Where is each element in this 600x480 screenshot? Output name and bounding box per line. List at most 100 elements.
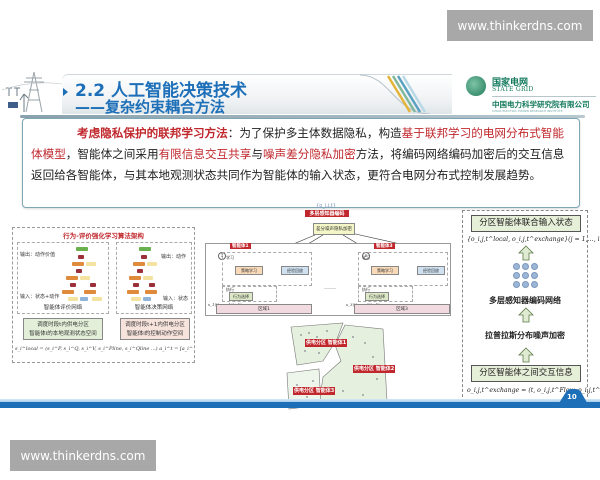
exchange-info-formula: o_i,j,t^exchange = (t, o_i,j,t^Flow, o_i… [467,387,600,394]
agent-1-action-box: 行为选择 [229,292,253,301]
agent-3-replay-box: 经验回放 [417,266,445,275]
watermark-top: www.thinkerdns.com [447,10,593,41]
agent-3-state-label: s_3(t) [346,302,358,307]
zone-1-label: 供电分区 智能体1 [305,339,348,347]
agent-3-learn-label: 学习 [362,255,370,260]
power-tower-icon [2,71,62,113]
globe-icon [466,76,486,96]
summary-highlight-1: 基于联邦学习的电网分布式智能体模型 [31,126,564,161]
summary-lead: 考虑隐私保护的联邦学习方法 [77,126,228,140]
joint-input-formula: {o_i,j,t^local, o_i,j,t^exchange}(j = 1,… [467,236,600,243]
page-tab-icon [556,389,590,408]
actor-critic-title: 行为-评价强化学习算法架构 [63,232,144,240]
network-node [141,255,147,259]
network-node [129,276,141,280]
network-node [147,262,157,266]
network-node [76,269,82,273]
network-node [68,297,78,301]
observation-space-line-1: 调度时段t内供电分区 [37,322,89,328]
agent-3-exec-panel: 执行 行为选择 [358,286,413,302]
page-number: 10 [567,393,577,401]
actor-network-panel: 输出：动作 输入：状态 智能体决策网络 [116,242,192,314]
network-node [78,255,84,259]
header-background [62,74,452,114]
summary-text-1: ：为了保护多主体数据隐私，构造 [227,126,402,140]
actor-caption: 智能体决策网络 [134,305,174,311]
action-space-line-1: 调度时段t+1内供电分区 [125,322,185,328]
agent-1-state-label: s_1(t) [208,302,220,307]
zone-3-label: 供电分区 智能体3 [293,387,336,395]
laplace-noise-label: 拉普拉斯分布噪声加密 [485,331,565,340]
network-node [92,297,102,301]
mlp-encoding-label: 多层感知器编码 [305,210,349,217]
observation-space-line-2: 智能体i的本地观测状态空间 [29,331,97,337]
summary-text-2: ，智能体之间采用 [65,147,159,161]
agent-1-learn-panel: 学习 策略学习 经验回放 [222,252,312,286]
network-node [145,290,157,294]
network-node [133,262,145,266]
header-divider [20,115,585,118]
agent-3-action-box: 行为选择 [365,292,389,301]
summary-text-3: 与 [251,147,263,161]
agents-region: 智能体1 1 学习 策略学习 经验回放 执行 行为选择 s_1(t) a_1(t… [205,243,451,316]
network-node [70,283,76,287]
network-node [131,297,141,301]
critic-caption: 智能体评价网络 [43,305,83,311]
summary-text-4: 方法，将编码网络编码加密后的交互信息返回给各智能体，与其本地观测状态共同作为智能… [31,147,565,182]
logo-institute-en: CHINA ELECTRIC POWER RESEARCH INSTITUTE [492,109,563,113]
network-node [143,297,151,301]
network-node [66,276,78,280]
neural-network-icon [511,263,541,289]
arrow-up-icon [518,347,534,363]
actor-output-label: 输出：动作 [161,254,187,260]
joint-input-state-box: 分区智能体联合输入状态 [471,215,581,232]
slide-header: 2.2 人工智能决策技术 ——复杂约束耦合方法 国家电网 STATE GRID … [0,66,600,118]
network-node [127,290,139,294]
action-space-box: 调度时段t+1内供电分区 智能体i的控制动作空间 [120,318,190,340]
logo-name-en: STATE GRID [492,86,534,93]
slide-subtitle: ——复杂约束耦合方法 [75,98,226,116]
federated-agents-figure: {o_i,j,t} 多层感知器编码 差分噪声隐私加密 智能体1 1 学习 策略学… [203,203,451,411]
agent-1-exec-label: 执行 [226,287,234,292]
exchange-info-label: {o_i,j,t} [316,203,336,209]
footer-band [0,402,600,408]
critic-network-panel: 输出：动作价值 输入：状态+动作 智能体评价网络 [17,242,109,314]
network-node [80,297,88,301]
summary-highlight-3: 噪声差分隐私加密 [262,147,356,161]
privacy-encoding-figure: 分区智能体联合输入状态 {o_i,j,t^local, o_i,j,t^exch… [462,210,600,402]
logo-name-cn: 国家电网 [492,78,529,88]
actor-input-label: 输入：状态 [163,296,189,302]
area-1-box: 区域1 [216,304,312,314]
exchange-info-box: 分区智能体之间交互信息 [471,365,581,382]
network-node [90,283,96,287]
ellipsis: …… [324,284,336,291]
slide-title: 2.2 人工智能决策技术 [75,81,248,101]
network-node [76,247,88,251]
agent-1-label: 智能体1 [230,243,251,249]
network-node [143,276,153,280]
agent-1-replay-box: 经验回放 [281,266,309,275]
network-node [149,283,155,287]
summary-textbox: 考虑隐私保护的联邦学习方法：为了保护多主体数据隐私，构造基于联邦学习的电网分布式… [22,118,580,208]
network-node [86,262,96,266]
observation-space-box: 调度时段t内供电分区 智能体i的本地观测状态空间 [23,318,103,340]
agent-1-learn-label: 学习 [226,255,234,260]
network-node [84,290,96,294]
network-node [139,247,151,251]
state-grid-logo: 国家电网 STATE GRID 中国电力科学研究院有限公司 CHINA ELEC… [462,74,597,114]
zone-2-label: 供电分区 智能体2 [353,365,396,373]
logo-institute-cn: 中国电力科学研究院有限公司 [492,100,590,109]
grid-zone-map: 供电分区 智能体1 供电分区 智能体2 供电分区 智能体3 [283,321,398,411]
network-node [137,269,143,273]
arrow-up-icon [518,245,534,261]
critic-output-label: 输出：动作价值 [20,252,56,258]
summary-highlight-2: 有限信息交互共享 [158,147,252,161]
network-node [72,262,84,266]
agent-1-exec-panel: 执行 行为选择 [222,286,277,302]
agent-3-strategy-box: 策略学习 [371,266,399,275]
header-decor-stripes-icon [360,74,431,114]
action-space-line-2: 智能体i的控制动作空间 [126,331,184,337]
area-3-box: 区域3 [354,304,450,314]
network-node [62,290,74,294]
agent-3-learn-panel: 学习 策略学习 经验回放 [358,252,448,286]
